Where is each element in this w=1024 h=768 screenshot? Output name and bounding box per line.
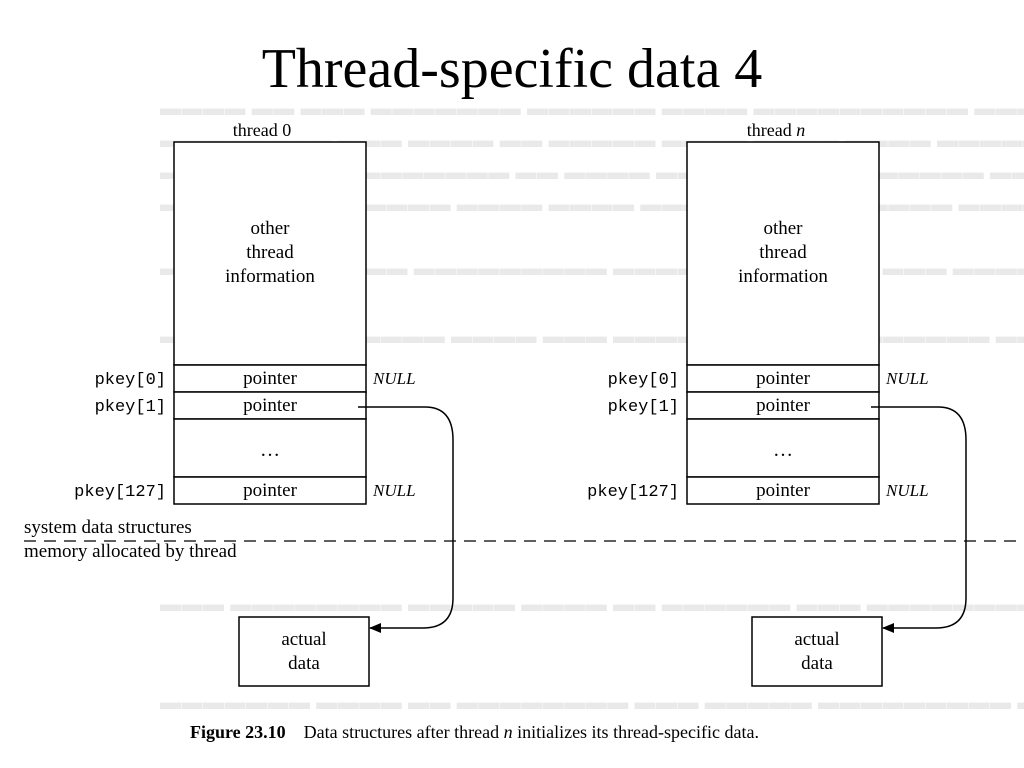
thread-n-key-1: pkey[1]	[608, 398, 679, 417]
thread-0-pointer-0: pointer	[243, 368, 297, 389]
thread-0-ellipsis: …	[260, 439, 280, 461]
thread-0-null-127: NULL	[372, 481, 416, 500]
thread-n-info-line-1: other	[763, 218, 803, 239]
thread-n-actual-data-box	[751, 616, 883, 687]
thread-0-pointer-127: pointer	[243, 480, 297, 501]
thread-n-info-line-3: information	[738, 266, 828, 287]
thread-n-group: thread n other thread information pointe…	[587, 120, 967, 687]
thread-0-pkey127-cell	[173, 476, 367, 505]
divider-label-below: memory allocated by thread	[24, 541, 237, 562]
thread-n-pointer-0: pointer	[756, 368, 810, 389]
thread-n-label: thread n	[747, 120, 805, 140]
thread-0-null-0: NULL	[372, 369, 416, 388]
thread-n-pkey0-cell	[686, 364, 880, 393]
thread-0-actual-data-box	[238, 616, 370, 687]
thread-0-info-line-1: other	[250, 218, 290, 239]
thread-0-info-line-3: information	[225, 266, 315, 287]
thread-0-pkey1-cell	[173, 391, 367, 420]
bg-noise-7: ▬▬▬ ▬▬▬▬▬▬▬▬ ▬▬▬▬▬ ▬▬▬▬ ▬▬ ▬▬▬▬▬▬ ▬▬▬ ▬▬…	[160, 592, 1024, 616]
thread-n-ellipsis-cell	[686, 418, 880, 478]
thread-n-pkey1-cell	[686, 391, 880, 420]
slide-title: Thread-specific data 4	[261, 38, 763, 100]
thread-n-pointer-127: pointer	[756, 480, 810, 501]
thread-0-data-line-2: data	[288, 653, 320, 674]
bg-noise-8: ▬▬▬▬▬▬▬ ▬▬▬▬ ▬▬ ▬▬▬▬▬▬▬▬ ▬▬▬ ▬▬▬▬▬ ▬▬▬▬▬…	[160, 690, 1024, 714]
thread-0-pkey0-cell	[173, 364, 367, 393]
thread-0-group: thread 0 other thread information pointe…	[74, 120, 454, 687]
thread-n-data-line-2: data	[801, 653, 833, 674]
thread-0-ellipsis-cell	[173, 418, 367, 478]
thread-0-pointer-1: pointer	[243, 395, 297, 416]
thread-n-key-0: pkey[0]	[608, 371, 679, 390]
thread-0-info-box	[173, 141, 367, 366]
thread-n-ellipsis: …	[773, 439, 793, 461]
thread-0-data-line-1: actual	[281, 629, 326, 650]
thread-n-info-box	[686, 141, 880, 366]
thread-n-key-127: pkey[127]	[587, 483, 679, 502]
thread-n-pkey127-cell	[686, 476, 880, 505]
divider-label-above: system data structures	[24, 517, 192, 538]
thread-0-info-line-2: thread	[246, 242, 294, 263]
thread-n-pointer-1: pointer	[756, 395, 810, 416]
thread-0-label: thread 0	[233, 120, 291, 140]
thread-0-key-0: pkey[0]	[95, 371, 166, 390]
thread-0-key-1: pkey[1]	[95, 398, 166, 417]
thread-0-pointer-arrow	[358, 406, 454, 633]
thread-0-key-127: pkey[127]	[74, 483, 166, 502]
thread-n-pointer-arrow	[871, 406, 967, 633]
thread-n-null-127: NULL	[885, 481, 929, 500]
bg-noise-1: ▬▬▬▬ ▬▬ ▬▬▬ ▬▬▬▬▬▬▬ ▬▬▬▬▬▬ ▬▬▬▬ ▬▬▬▬▬▬▬▬…	[160, 96, 1024, 120]
thread-n-data-line-1: actual	[794, 629, 839, 650]
thread-n-info-line-2: thread	[759, 242, 807, 263]
thread-n-null-0: NULL	[885, 369, 929, 388]
